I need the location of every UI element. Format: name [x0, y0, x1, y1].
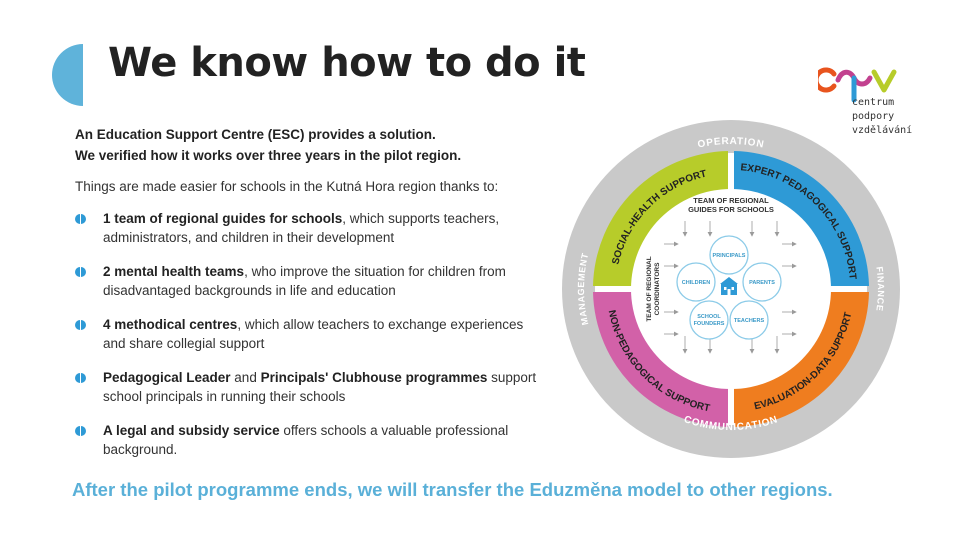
circle-school-founders [689, 300, 729, 340]
list-item: A legal and subsidy service offers schoo… [75, 421, 545, 474]
footer-statement: After the pilot programme ends, we will … [72, 479, 833, 500]
circle-children [676, 262, 716, 302]
item-bold: 2 mental health teams [103, 264, 245, 279]
intro-line-2: We verified how it works over three year… [75, 148, 462, 163]
item-text: , who improve the situation for children… [103, 264, 506, 298]
school-icon [720, 277, 738, 295]
bullet-icon [75, 267, 86, 277]
label-principals: PRINCIPALS [713, 253, 746, 259]
item-bold: A legal and subsidy service [103, 423, 280, 438]
list-item: 4 methodical centres, which allow teache… [75, 315, 545, 368]
item-text: and [230, 370, 261, 385]
label-school-founders-2: FOUNDERS [694, 321, 725, 327]
lead-text: Things are made easier for schools in th… [75, 179, 499, 194]
bullet-icon [75, 320, 86, 330]
arrows-right [664, 241, 797, 337]
decorative-half-circle [52, 44, 83, 106]
item-bold: Pedagogical Leader [103, 370, 231, 385]
label-management: MANAGEMENT [576, 252, 590, 326]
label-finance: FINANCE [874, 266, 886, 312]
coordinators-line-1: TEAM OF REGIONAL [646, 256, 653, 321]
intro: An Education Support Centre (ESC) provid… [75, 124, 545, 166]
bullet-icon [75, 214, 86, 224]
item-bold: Principals' Clubhouse programmes [260, 370, 488, 385]
logo-line: podpory [852, 111, 895, 122]
logo-text: centrum podpory vzdělávání [852, 96, 912, 138]
circle-teachers [729, 300, 769, 340]
cpv-logo [818, 67, 897, 103]
item-text: offers schools a valuable professional b… [103, 423, 509, 457]
bullet-icon [75, 426, 86, 436]
page-title: We know how to do it [108, 40, 586, 86]
label-children: CHILDREN [682, 280, 710, 286]
item-text: support school principals in running the… [103, 370, 537, 404]
item-bold: 4 methodical centres [103, 317, 238, 332]
label-parents: PARENTS [749, 280, 775, 286]
circle-principals [709, 235, 749, 275]
benefits-list: 1 team of regional guides for schools, w… [75, 209, 545, 474]
label-operation: OPERATION [697, 136, 766, 151]
item-text: , which supports teachers, administrator… [103, 211, 500, 245]
circle-parents [742, 262, 782, 302]
coordinators-line-2: COORDINATORS [654, 262, 661, 316]
list-item: 2 mental health teams, who improve the s… [75, 262, 545, 315]
esc-model-diagram: OPERATION COMMUNICATION MANAGEMENT FINAN… [562, 120, 900, 458]
intro-line-1: An Education Support Centre (ESC) provid… [75, 127, 436, 142]
list-item: Pedagogical Leader and Principals' Clubh… [75, 368, 545, 421]
logo-line: centrum [852, 97, 895, 108]
list-item: 1 team of regional guides for schools, w… [75, 209, 545, 262]
team-title-line-2: GUIDES FOR SCHOOLS [688, 205, 774, 214]
logo-line: vzdělávání [852, 125, 913, 136]
label-school-founders-1: SCHOOL [697, 314, 721, 320]
label-teachers: TEACHERS [734, 318, 765, 324]
item-bold: 1 team of regional guides for schools [103, 211, 343, 226]
team-title-line-1: TEAM OF REGIONAL [693, 196, 769, 205]
item-text: , which allow teachers to exchange exper… [103, 317, 524, 351]
bullet-icon [75, 373, 86, 383]
